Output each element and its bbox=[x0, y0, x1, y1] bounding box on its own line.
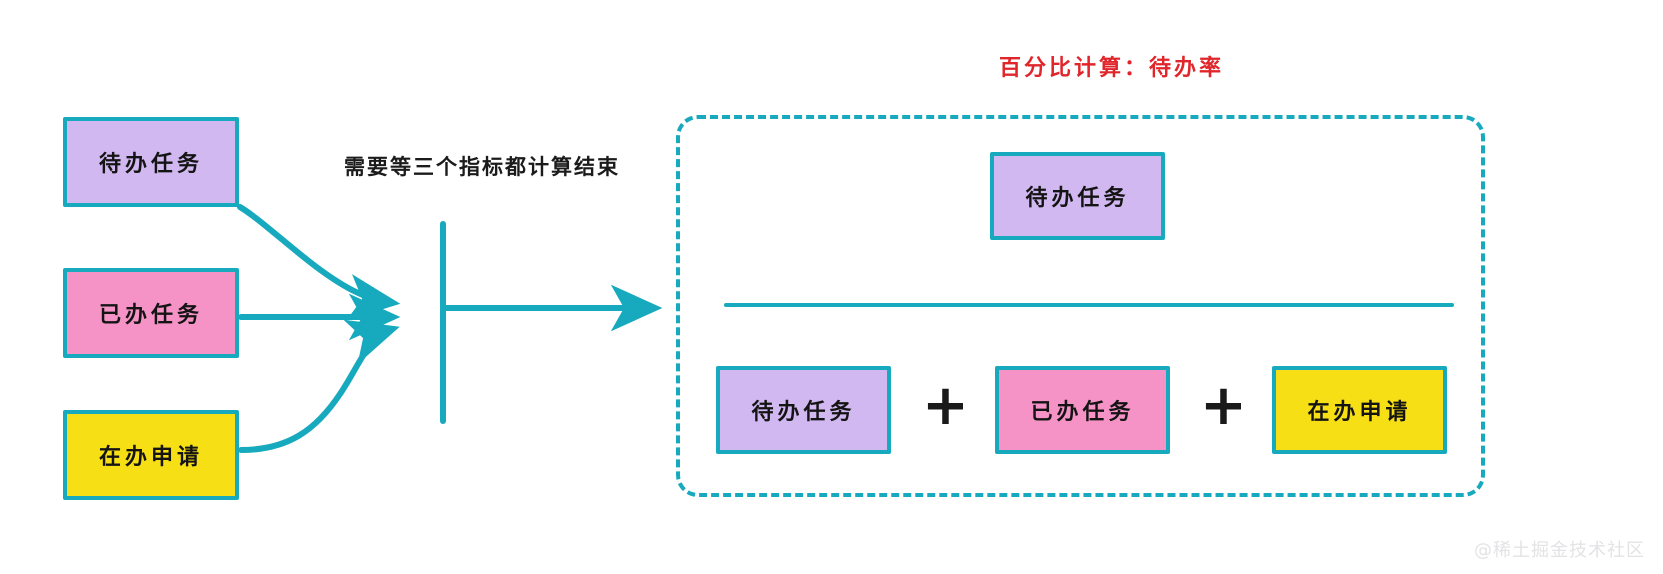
connector-todo bbox=[237, 204, 401, 321]
formula-title: 百分比计算：待办率 bbox=[999, 56, 1225, 81]
metric-box-label: 在办申请 bbox=[98, 445, 203, 470]
metric-box-inprogress[interactable]: 在办申请 bbox=[63, 408, 241, 500]
metric-box-label: 待办任务 bbox=[98, 152, 203, 177]
denominator-box-done[interactable]: 已办任务 bbox=[995, 364, 1172, 454]
formula-panel bbox=[676, 115, 1485, 497]
numerator-box-label: 待办任务 bbox=[1025, 186, 1130, 211]
plus-sign-2: + bbox=[1200, 373, 1247, 438]
metric-box-todo[interactable]: 待办任务 bbox=[63, 115, 241, 207]
plus-sign-1: + bbox=[922, 373, 969, 438]
metric-box-label: 已办任务 bbox=[98, 303, 203, 328]
sync-note-label: 需要等三个指标都计算结束 bbox=[344, 155, 620, 179]
denominator-box-label: 待办任务 bbox=[751, 400, 856, 425]
watermark-text: @稀土掘金技术社区 bbox=[1474, 540, 1645, 561]
denominator-box-label: 已办任务 bbox=[1030, 400, 1135, 425]
numerator-box-todo[interactable]: 待办任务 bbox=[990, 150, 1167, 240]
denominator-box-label: 在办申请 bbox=[1307, 400, 1412, 425]
metric-box-done[interactable]: 已办任务 bbox=[63, 266, 241, 358]
denominator-box-inprogress[interactable]: 在办申请 bbox=[1272, 364, 1449, 454]
denominator-box-todo[interactable]: 待办任务 bbox=[716, 364, 893, 454]
connector-inprogress bbox=[238, 319, 400, 453]
